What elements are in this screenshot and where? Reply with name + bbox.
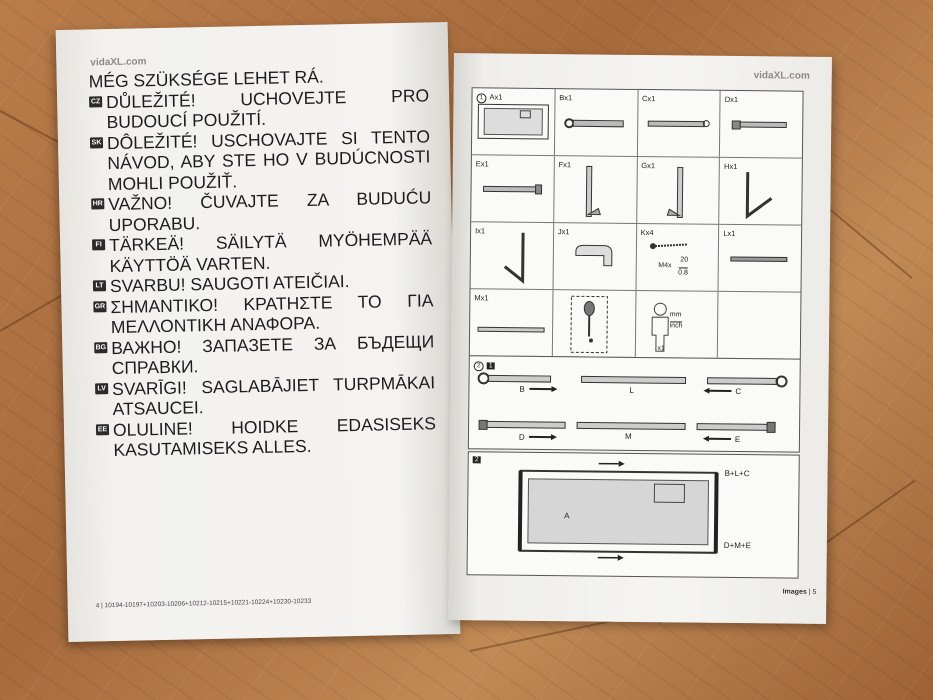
unit-mm: mm — [669, 311, 682, 319]
parts-row: Ex1 Fx1 Gx1 Hx1 — [471, 155, 802, 226]
part-cell-j: Jx1 — [553, 223, 637, 290]
part-cell-l: Lx1 — [719, 225, 801, 292]
bracket-i-icon — [503, 232, 525, 284]
right-page-footer: Images | 5 — [783, 589, 817, 596]
parts-row: Mx1 mm inch x1 — [469, 289, 801, 359]
warning-line-text: OLULINE! HOIDKE EDASISEKS KASUTAMISEKS A… — [112, 412, 437, 461]
label-b: B — [519, 384, 525, 394]
label-m: M — [624, 431, 632, 441]
part-cell-c: Cx1 — [637, 89, 721, 157]
language-code-badge: CZ — [89, 95, 103, 107]
step-2-diagram — [517, 460, 719, 561]
person-cell: mm inch x1 — [635, 290, 719, 358]
label-l: L — [629, 385, 634, 395]
brand-logo: vidaXL.com — [753, 70, 810, 82]
warning-line-text: SVARĪGI! SAGLABĀJIET TURPMĀKAI ATSAUCEI. — [111, 371, 436, 420]
part-cell-k: Kx4 M4x 20 0.8 — [636, 223, 720, 291]
part-cell-e: Ex1 — [471, 155, 555, 223]
screw-spec: M4x — [658, 262, 672, 270]
label-bottom-assembly: D+M+E — [723, 540, 752, 551]
warning-line-text: VAŽNO! ČUVAJTE ZA BUDUĆU UPORABU. — [108, 187, 432, 235]
person-count: x1 — [657, 345, 665, 353]
label-top-assembly: B+L+C — [724, 468, 750, 479]
part-cell-g: Gx1 — [636, 156, 721, 224]
part-cell-h: Hx1 — [719, 158, 801, 225]
floor-seam — [819, 200, 913, 279]
language-code-badge: LV — [95, 382, 109, 394]
floor-seam — [0, 290, 70, 332]
language-code-badge: BG — [94, 341, 108, 353]
part-cell-d: Dx1 — [720, 91, 802, 158]
left-page-footer: 4 | 10194-10197+10203-10206+10212-10215+… — [95, 597, 312, 610]
part-cell-f: Fx1 — [553, 156, 638, 223]
tube-b-icon — [564, 118, 624, 129]
footer-label: Images — [782, 588, 807, 596]
warning-line-text: ΣΗΜΑΝΤΙΚΟ! ΚΡΑΤΗΣΤΕ ΤΟ ΓΙΑ ΜΕΛΛΟΝΤΙΚΗ ΑΝ… — [110, 289, 434, 338]
brand-logo: vidaXL.com — [90, 56, 147, 69]
label-a: A — [564, 511, 570, 521]
warning-line-text: DÔLEŽITÉ! USCHOVAJTE SI TENTO NÁVOD, ABY… — [106, 125, 431, 194]
label-e: E — [734, 435, 741, 445]
screw-length: 20 — [680, 256, 689, 264]
part-cell-m: Mx1 — [469, 289, 554, 357]
section-number: 2 — [473, 361, 484, 372]
step-number: 2 — [472, 456, 481, 464]
unit-inch: inch — [669, 321, 683, 330]
tube-e-icon — [483, 184, 543, 195]
part-cell-i: Ix1 — [470, 222, 554, 290]
bracket-f-icon — [585, 165, 601, 217]
parts-row: Ix1 Jx1 Kx4 M4x 20 0.8 Lx1 — [470, 222, 802, 293]
rod-m-icon — [477, 326, 545, 333]
bracket-g-icon — [666, 166, 683, 218]
language-code-badge: HR — [91, 198, 105, 210]
tube-d-icon — [731, 120, 788, 130]
warning-line-text: DŮLEŽITÉ! UCHOVEJTE PRO BUDOUCÍ POUŽITÍ. — [105, 84, 430, 133]
part-cell-b: Bx1 — [554, 89, 639, 156]
step-1-diagram — [477, 372, 788, 442]
language-code-badge: LT — [92, 280, 107, 292]
person-icon — [651, 302, 669, 352]
label-c: C — [735, 387, 742, 397]
screw-length-inch: 0.8 — [678, 267, 688, 277]
tube-c-icon — [647, 120, 710, 128]
allen-key-icon — [570, 295, 608, 354]
language-code-badge: GR — [93, 300, 107, 312]
warning-line-text: ВАЖНО! ЗАПАЗЕТЕ ЗА БЪДЕЩИ СПРАВКИ. — [111, 330, 435, 379]
corner-j-icon — [575, 244, 613, 267]
label-d: D — [518, 432, 525, 442]
assembly-step-2: 2 A B+L+C D+M+E — [466, 451, 800, 579]
panel-a-icon — [477, 103, 549, 140]
tools-cell — [552, 290, 636, 357]
empty-cell — [718, 292, 800, 359]
step-number: 1 — [486, 362, 495, 370]
bracket-h-icon — [746, 172, 773, 220]
language-code-badge: SK — [89, 136, 104, 148]
screw-icon — [649, 243, 687, 250]
language-code-badge: EE — [95, 423, 110, 435]
warning-line-text: TÄRKEÄ! SÄILYTÄ MYÖHEMPÄÄ KÄYTTÖÄ VARTEN… — [108, 228, 433, 276]
page-number: | 5 — [808, 588, 817, 596]
rod-l-icon — [730, 256, 788, 263]
language-code-badge: FI — [92, 239, 106, 251]
